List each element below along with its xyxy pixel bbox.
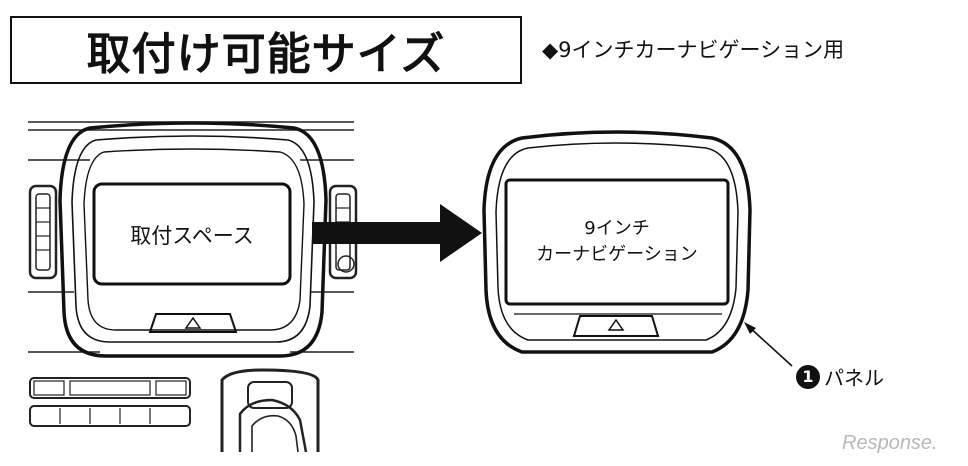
panel-number-badge: 1 [796,364,820,389]
hazard-icon [607,318,625,331]
watermark-logo: Response. [842,432,938,454]
left-air-vent [28,184,58,280]
hazard-icon [184,316,202,329]
left-hazard-button [148,313,238,333]
mount-space-screen [92,182,292,286]
title-box: 取付け可能サイズ [10,16,522,84]
right-arrow [312,204,482,262]
panel-leader-line [744,322,793,367]
page-title: 取付け可能サイズ [86,29,446,80]
navi-size-label: 9インチ [584,218,650,239]
shift-lever [220,368,320,453]
panel-callout: 1 パネル [796,362,884,391]
lower-console [29,377,191,427]
right-hazard-button [572,315,660,337]
panel-label: パネル [824,366,884,390]
navi-type-label: カーナビゲーション [536,244,698,265]
subtitle: ◆9インチカーナビゲーション用 [542,38,845,62]
navi-screen [504,178,730,306]
dashboard-bezel [58,121,328,358]
mount-space-label: 取付スペース [130,224,254,248]
